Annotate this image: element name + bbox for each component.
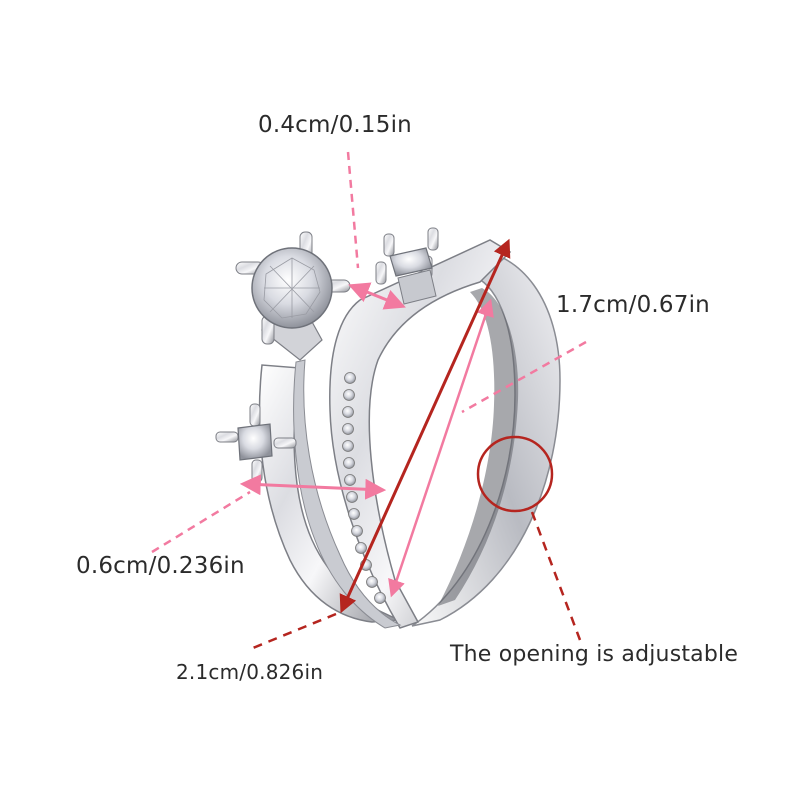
princess-stone-left bbox=[215, 403, 297, 483]
dimension-outer-diameter bbox=[247, 238, 511, 652]
center-stone bbox=[235, 231, 351, 361]
dimension-top-width bbox=[346, 151, 406, 310]
ring bbox=[215, 227, 561, 629]
adjustable-note-label: The opening is adjustable bbox=[450, 642, 739, 667]
outer-diameter-label: 2.1cm/0.826in bbox=[176, 660, 324, 684]
top-width-label: 0.4cm/0.15in bbox=[258, 112, 412, 138]
adjustable-opening-marker bbox=[476, 435, 582, 641]
band-width-label: 0.6cm/0.236in bbox=[76, 553, 245, 579]
inner-diameter-label: 1.7cm/0.67in bbox=[556, 292, 710, 318]
